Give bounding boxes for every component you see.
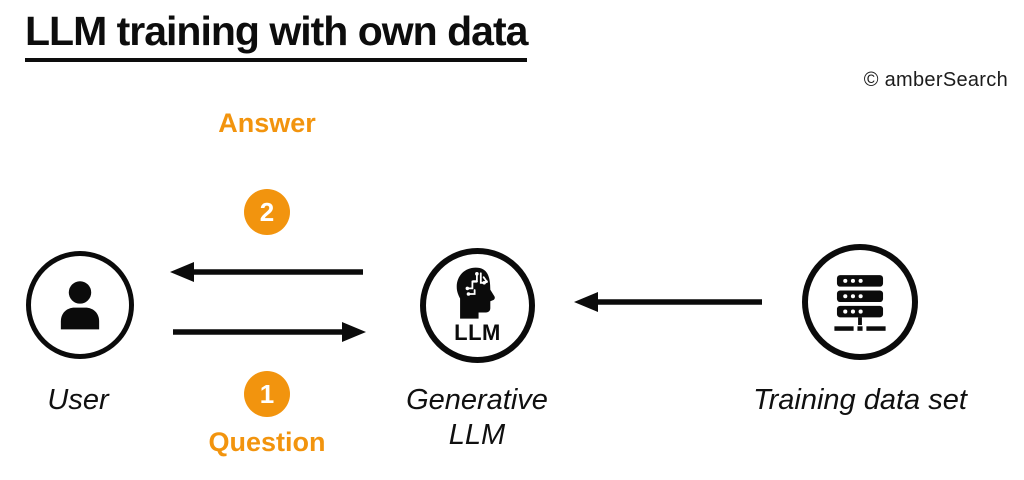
training-arrow-icon [574, 292, 762, 312]
copyright-text: © amberSearch [863, 69, 1008, 91]
answer-arrow-icon [170, 262, 363, 282]
server-icon [834, 275, 886, 331]
page-title: LLM training with own data [25, 8, 528, 63]
step-badge-answer: 2 [244, 189, 290, 235]
generative-llm-node: LLM [420, 248, 535, 363]
training-data-node-label: Training data set [753, 384, 967, 416]
training-data-node [802, 244, 918, 360]
user-node-label: User [47, 384, 109, 416]
user-icon [60, 281, 100, 330]
question-label: Question [208, 427, 326, 457]
question-arrow-icon [173, 322, 366, 342]
circuit-head-icon [456, 267, 495, 319]
user-node [26, 251, 134, 359]
generative-llm-label-line2: LLM [448, 419, 506, 451]
answer-label: Answer [218, 108, 316, 138]
generative-llm-node-label: Generative LLM [367, 383, 587, 453]
generative-llm-label-line1: Generative [406, 384, 548, 416]
step-badge-question: 1 [244, 371, 290, 417]
llm-icon-caption: LLM [454, 319, 501, 345]
